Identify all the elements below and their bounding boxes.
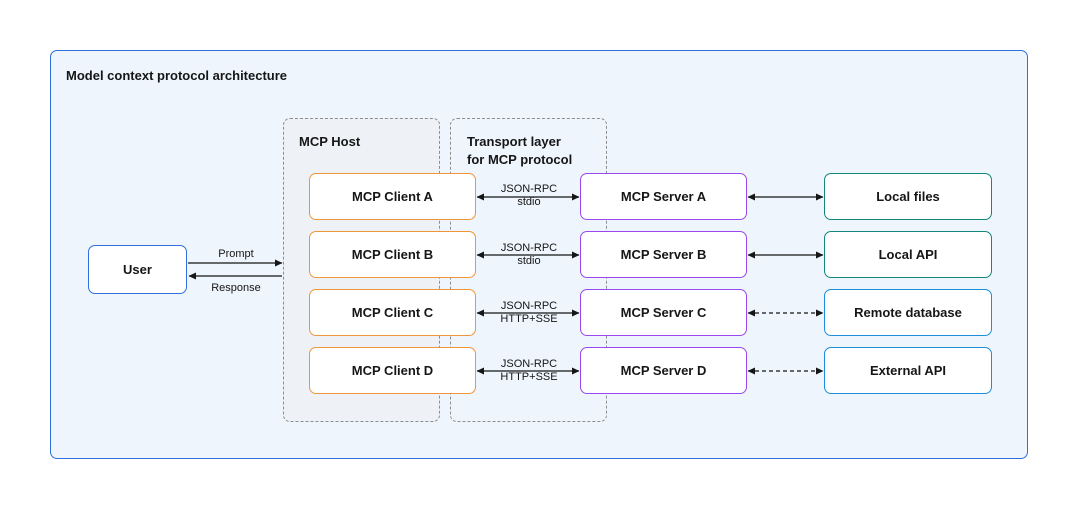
diagram-title: Model context protocol architecture [66, 68, 288, 83]
transport-title-line2: for MCP protocol [467, 152, 573, 167]
mcp-client-c: MCP Client C [309, 289, 476, 336]
response-label: Response [211, 282, 261, 294]
transport-protocol-d: JSON-RPC [500, 358, 558, 370]
resource-external-api: External API [824, 347, 992, 394]
transport-protocol-c: JSON-RPC [500, 300, 558, 312]
resource-remote-database: Remote database [824, 289, 992, 336]
mcp-server-d: MCP Server D [580, 347, 747, 394]
resource-local-files: Local files [824, 173, 992, 220]
resource-local-api: Local API [824, 231, 992, 278]
transport-title-line1: Transport layer [467, 134, 561, 149]
transport-layer-title: Transport layer for MCP protocol [467, 133, 572, 169]
prompt-label: Prompt [218, 248, 254, 260]
transport-protocol-b: JSON-RPC [500, 242, 558, 254]
transport-protocol-a: JSON-RPC [500, 183, 558, 195]
mcp-client-a: MCP Client A [309, 173, 476, 220]
user-box: User [88, 245, 187, 294]
mcp-host-title: MCP Host [299, 134, 361, 149]
mcp-server-b: MCP Server B [580, 231, 747, 278]
mcp-client-b: MCP Client B [309, 231, 476, 278]
mcp-server-c: MCP Server C [580, 289, 747, 336]
mcp-client-d: MCP Client D [309, 347, 476, 394]
mcp-server-a: MCP Server A [580, 173, 747, 220]
